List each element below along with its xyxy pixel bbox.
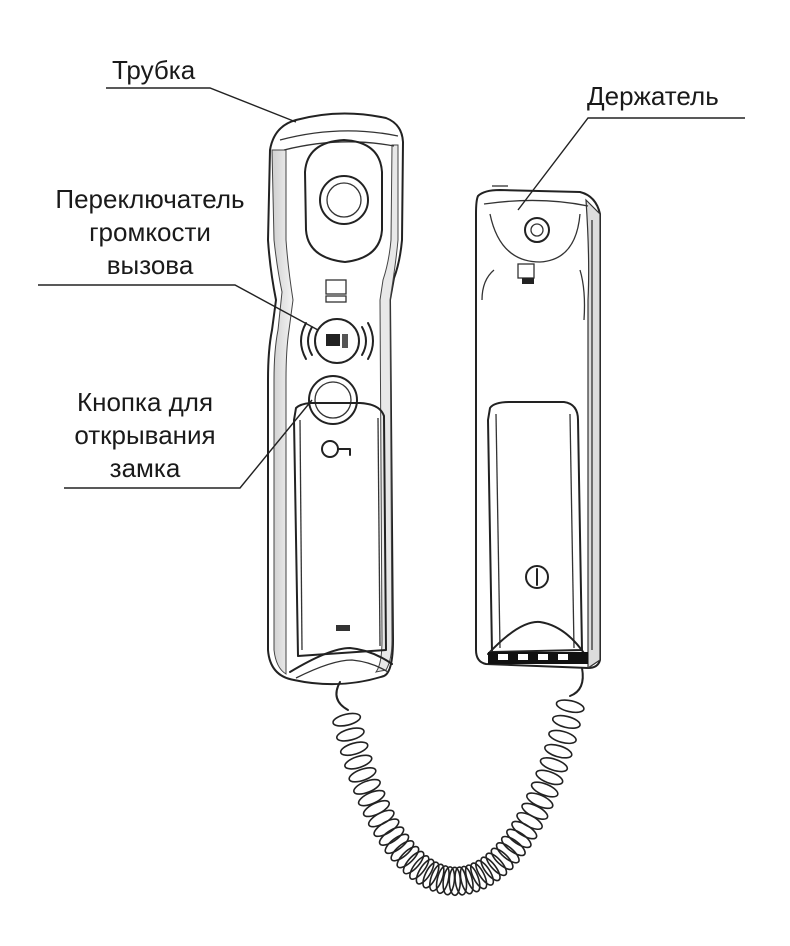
cord-coil: [442, 866, 456, 896]
cord-coil: [490, 847, 514, 871]
cord-coil: [422, 861, 440, 889]
cord-coil: [548, 729, 577, 745]
handset-body: [267, 112, 404, 686]
cord-coil: [384, 833, 410, 855]
cord-coil: [428, 863, 445, 892]
cord-coil: [373, 818, 400, 838]
cord-coil: [464, 864, 481, 893]
unlock-button-label-line-1: Кнопка для: [76, 387, 214, 417]
cord-coil: [469, 862, 488, 890]
cord-coil: [551, 714, 581, 729]
cord-coil: [435, 865, 450, 895]
unlock-button-label-line-3: замка: [109, 453, 181, 483]
cord-coil: [530, 781, 559, 798]
cord-coil: [485, 852, 508, 877]
cord-coil: [526, 792, 554, 810]
leader-lines: [38, 87, 745, 489]
handset-label: Трубка: [112, 55, 196, 85]
cord-coil: [535, 769, 564, 786]
cord-coil: [555, 699, 585, 714]
cord-coil: [353, 778, 381, 795]
volume-switch-label: Переключатель громкости вызова: [30, 183, 270, 282]
cord-coil: [339, 741, 369, 757]
holder-body: [475, 185, 601, 670]
cord-coil: [454, 866, 468, 896]
cord-coil: [344, 754, 373, 770]
cord-coil: [480, 856, 501, 882]
cord-coil: [348, 766, 377, 783]
volume-switch-label-line-1: Переключатель: [55, 184, 245, 214]
cord-coil: [378, 826, 405, 846]
cord-coil: [500, 835, 526, 857]
unlock-button-label: Кнопка для открывания замка: [50, 386, 240, 485]
cord-coil: [459, 865, 474, 895]
cord-coil: [475, 859, 495, 886]
holder-label: Держатель: [587, 81, 719, 111]
cord-coil: [516, 811, 543, 831]
cord-coil: [390, 840, 415, 862]
cord-coil: [367, 809, 395, 828]
unlock-button-label-line-2: открывания: [74, 420, 216, 450]
volume-switch-label-line-2: громкости: [89, 217, 211, 247]
cord-coil: [448, 866, 462, 897]
cord-coil: [396, 845, 420, 869]
cord-coil: [506, 828, 532, 849]
cord-coil: [495, 842, 520, 864]
cord-coil: [332, 712, 362, 727]
cord-coil: [335, 727, 365, 742]
cord-coil: [362, 799, 391, 818]
cord-coil: [415, 858, 435, 885]
coiled-cord: [332, 667, 585, 897]
cord-coil: [544, 743, 573, 759]
cord-coil: [539, 757, 569, 773]
cord-coil: [402, 850, 425, 875]
cord-coil: [409, 855, 430, 880]
volume-switch-label-line-3: вызова: [106, 250, 194, 280]
